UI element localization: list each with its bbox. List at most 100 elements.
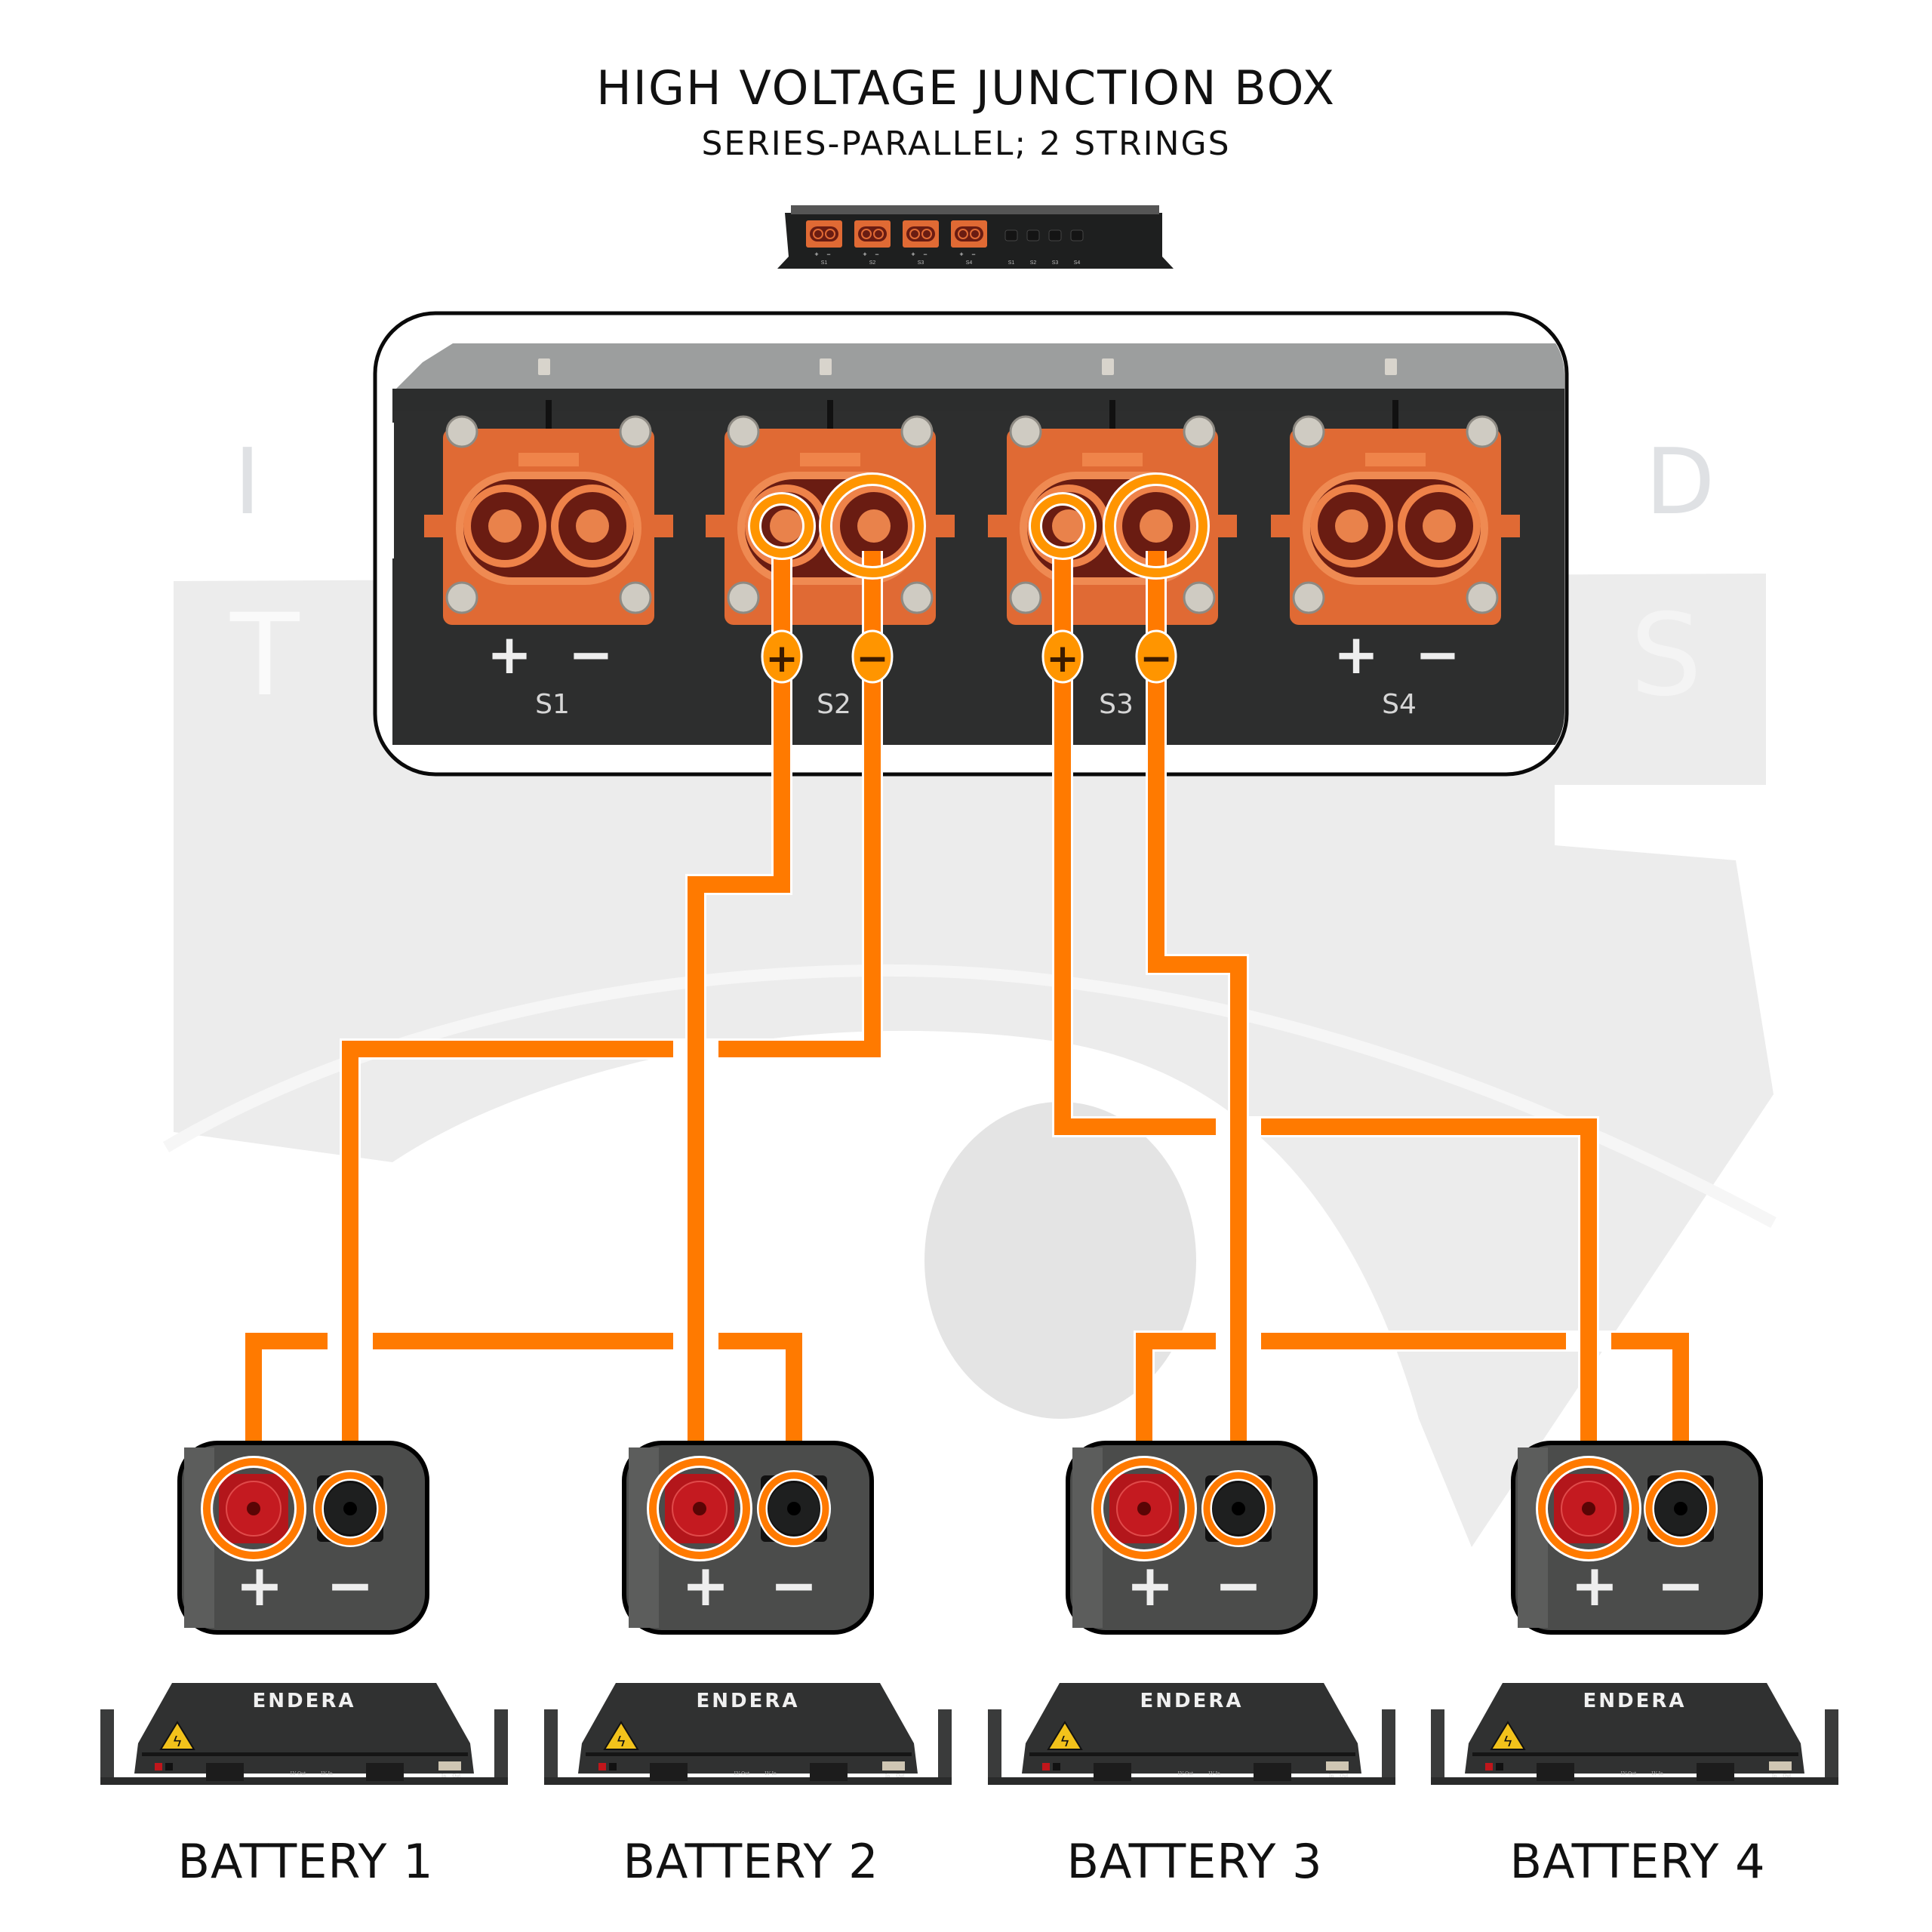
watermark-sphere [924,1102,1196,1419]
terminal-hole [693,1502,706,1515]
rack-bracket [544,1709,558,1785]
battery-neg-port [1053,1763,1060,1770]
lightning-glyph: ϟ [174,1734,182,1750]
out-label: Out [896,1774,905,1779]
terminal-ring-lug [315,1472,386,1546]
connector-key [1365,453,1426,466]
minus-sign: − [326,1552,374,1619]
ring-lug [1031,494,1094,558]
rack-base [1431,1777,1838,1785]
panel-edge [629,1447,659,1628]
battery-neg-port [1496,1763,1503,1770]
rack-base [544,1777,952,1785]
battery-pos-port [155,1763,162,1770]
thumbnail-pin [873,229,884,239]
rack-bracket [988,1709,1001,1785]
out-label: Out [1340,1774,1349,1779]
connector-screw [900,415,934,448]
chassis-rail [392,389,1564,411]
connector-screw [1466,581,1499,614]
minus-marker-s3: − [1140,636,1173,681]
connector-key [518,453,579,466]
panel-edge [184,1447,214,1628]
lv-out-label: LV Out [1621,1771,1637,1777]
plus-sign: + [1126,1552,1174,1619]
thumbnail-port-label: S2 [869,260,876,266]
connector-screw [1183,415,1216,448]
lv-in-label: LV In [764,1771,777,1777]
connector-socket [1303,472,1488,585]
connector-latch [1497,515,1520,537]
connector-screw [619,581,652,614]
socket-pin [1140,509,1173,543]
connector-screw [1183,581,1216,614]
thumbnail-pin [921,229,932,239]
connector-screw [445,415,478,448]
in-label: In [1772,1774,1777,1779]
minus-sign: − [568,623,614,686]
battery-body [1022,1683,1361,1774]
battery-handle [1537,1763,1574,1781]
socket-pin [1423,509,1456,543]
terminal-hole [787,1502,801,1515]
watermark-letter: I [234,430,260,535]
terminal-hole [1674,1502,1687,1515]
thumbnail-plus-sign: + [911,251,915,258]
watermark-arc [162,964,1777,1229]
socket-pin [1052,509,1085,543]
terminal-hole [1582,1502,1595,1515]
rack-bracket [1825,1709,1838,1785]
connector-screw [445,581,478,614]
thumbnail-comm-port [1048,229,1062,242]
wire-polarity-marker [761,629,803,684]
terminal-ring-lug [758,1472,829,1546]
thumbnail-pin [825,229,835,239]
brand-logo: ENDERA [1140,1690,1243,1712]
mount-stud [1392,400,1398,430]
watermark-letter: T [229,590,300,721]
wire-polarity-marker [1135,629,1177,684]
terminal-ring-lug [1538,1458,1639,1559]
connector-latch [932,515,955,537]
ring-lug [750,494,814,558]
connector-screw [619,415,652,448]
lightning-glyph: ϟ [617,1734,626,1750]
out-label: Out [1783,1774,1792,1779]
battery-rail [1029,1752,1355,1756]
comm-port-block [1769,1761,1792,1770]
lv-in-label: LV In [1208,1771,1220,1777]
connector-screw [1292,415,1325,448]
socket-ring [463,485,546,568]
high-voltage-warning-icon [603,1721,639,1750]
terminal-hole [1137,1502,1151,1515]
plus-sign: + [1334,623,1379,686]
battery-handle [1254,1763,1291,1781]
thumbnail-plus-sign: + [959,251,963,258]
rack-bracket [1431,1709,1444,1785]
battery-label: BATTERY 4 [1509,1834,1766,1889]
thumbnail-plus-sign: + [863,251,866,258]
rack-bracket [1382,1709,1395,1785]
thumbnail-minus-sign: − [875,251,878,258]
thumbnail-port-label: S4 [966,260,973,266]
port-label-s2: S2 [817,689,851,720]
thumbnail-pin [958,229,968,239]
wire-polarity-marker [851,629,894,684]
lv-out-label: LV Out [1178,1771,1194,1777]
battery-pos-port [598,1763,606,1770]
battery-neg-port [165,1763,173,1770]
connector-screw [727,415,760,448]
terminal-ring-lug [649,1458,750,1559]
thumbnail-pin [909,229,920,239]
connector-key [800,453,860,466]
connector-key [1082,453,1143,466]
port-label-s4: S4 [1382,689,1417,720]
thumbnail-port-label: S3 [918,260,924,266]
brand-logo: ENDERA [1583,1690,1686,1712]
terminal-hole [1232,1502,1245,1515]
mount-stud [827,400,833,430]
thumbnail-comm-label: S1 [1008,260,1015,266]
